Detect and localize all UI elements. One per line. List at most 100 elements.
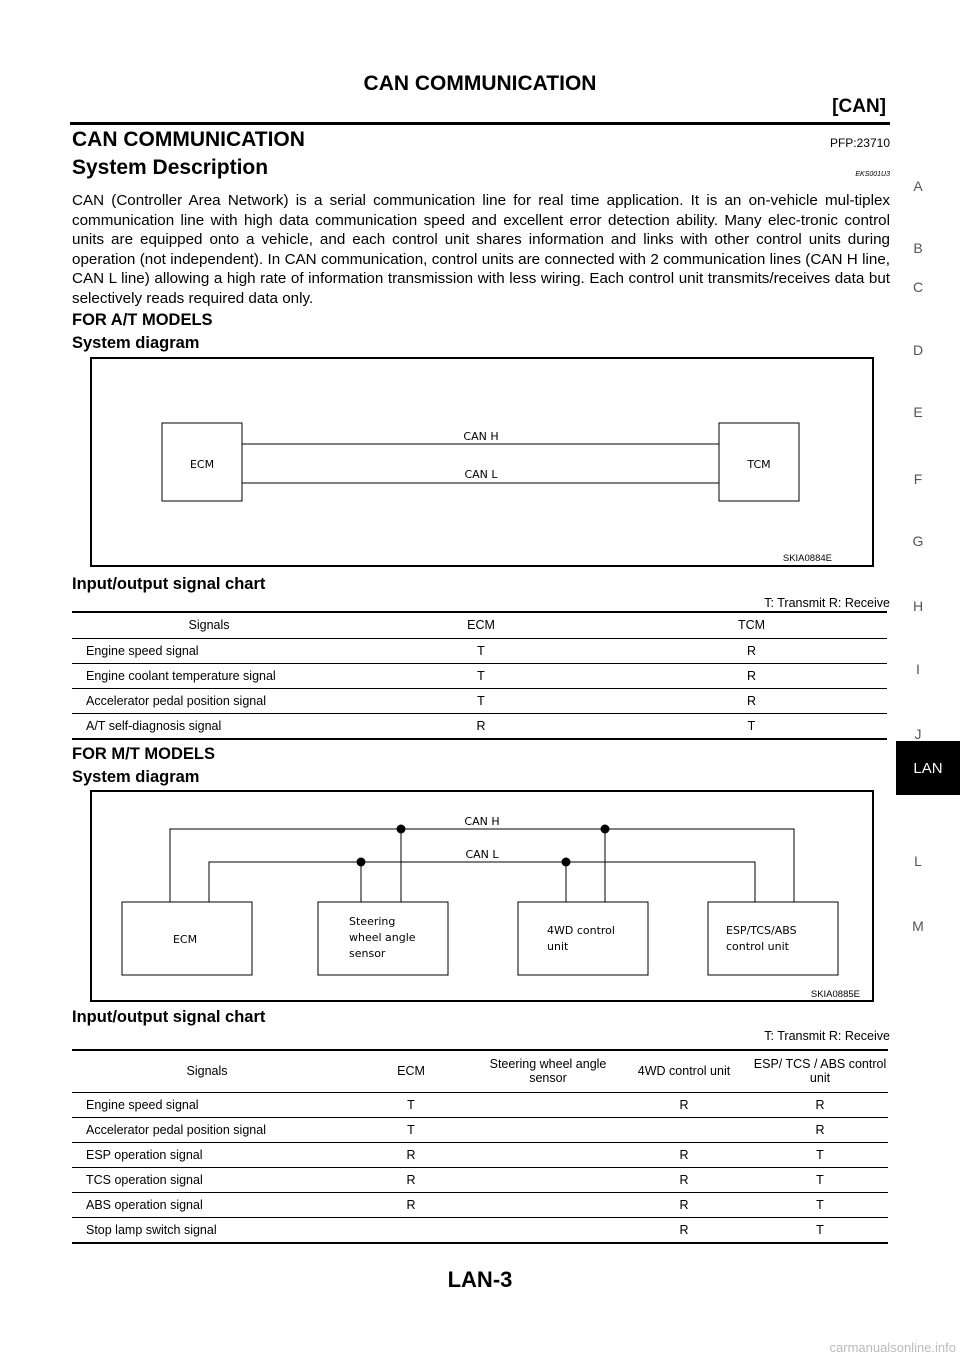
side-index-c[interactable]: C xyxy=(912,279,924,295)
can-h-label: CAN H xyxy=(464,815,499,828)
page-header-subtitle: [CAN] xyxy=(832,96,886,117)
table-header-signals: Signals xyxy=(72,1049,342,1093)
signal-value xyxy=(480,1117,616,1143)
mt-chart-heading: Input/output signal chart xyxy=(72,1008,266,1026)
signal-value xyxy=(480,1092,616,1118)
side-index-d[interactable]: D xyxy=(912,342,924,358)
junction-dot xyxy=(396,824,406,834)
system-description-text: CAN (Controller Area Network) is a seria… xyxy=(72,192,890,307)
at-diagram-svg: ECM TCM CAN H CAN L SKIA0884E xyxy=(161,422,832,564)
ecm-box xyxy=(161,422,243,502)
table-row: Accelerator pedal position signal T R xyxy=(72,1117,888,1143)
at-system-diagram: ECM TCM CAN H CAN L SKIA0884E xyxy=(90,357,874,567)
signal-value: T xyxy=(346,663,616,689)
signal-value: T xyxy=(752,1192,888,1218)
steering-label-line-3: sensor xyxy=(349,947,386,960)
side-index-j[interactable]: J xyxy=(914,726,922,742)
signal-value: T xyxy=(752,1217,888,1244)
fwd-label-line-1: 4WD control xyxy=(547,924,615,937)
signal-value xyxy=(616,1117,752,1143)
at-signal-table: Signals ECM TCM Engine speed signal T R … xyxy=(72,611,887,740)
tcm-box xyxy=(718,422,800,502)
at-models-heading: FOR A/T MODELS xyxy=(72,311,213,329)
signal-value: T xyxy=(616,713,887,740)
signal-name: ESP operation signal xyxy=(72,1142,342,1168)
junction-dot xyxy=(600,824,610,834)
signal-value: R xyxy=(342,1192,480,1218)
at-chart-legend: T: Transmit R: Receive xyxy=(764,596,890,610)
table-row: Accelerator pedal position signal T R xyxy=(72,688,887,714)
can-h-label: CAN H xyxy=(463,430,498,443)
table-row: A/T self-diagnosis signal R T xyxy=(72,713,887,740)
table-row: Stop lamp switch signal R T xyxy=(72,1217,888,1244)
signal-value: T xyxy=(346,688,616,714)
signal-value: R xyxy=(616,688,887,714)
signal-name: ABS operation signal xyxy=(72,1192,342,1218)
steering-sensor-box xyxy=(317,901,449,976)
steering-label-line-1: Steering xyxy=(349,915,395,928)
signal-value xyxy=(480,1167,616,1193)
signal-name: Accelerator pedal position signal xyxy=(72,1117,342,1143)
signal-value: T xyxy=(342,1117,480,1143)
diagram-code: SKIA0884E xyxy=(783,553,832,564)
signal-value: R xyxy=(616,663,887,689)
signal-name: Stop lamp switch signal xyxy=(72,1217,342,1244)
signal-value xyxy=(480,1217,616,1244)
side-index-h[interactable]: H xyxy=(912,598,924,614)
table-header-esp-tcs-abs: ESP/ TCS / ABS control unit xyxy=(752,1049,888,1093)
table-row: ESP operation signal R R T xyxy=(72,1142,888,1168)
signal-value: R xyxy=(616,1142,752,1168)
can-l-label: CAN L xyxy=(464,468,498,481)
esp-label-line-1: ESP/TCS/ABS xyxy=(726,924,797,937)
subsection-title: System Description xyxy=(72,156,269,179)
section-title: CAN COMMUNICATION xyxy=(72,128,305,151)
mt-diagram-svg: CAN H CAN L ECM Steering wheel angle sen… xyxy=(121,815,860,1000)
mt-signal-table: Signals ECM Steering wheel angle sensor … xyxy=(72,1049,888,1244)
signal-value: R xyxy=(752,1092,888,1118)
table-header-ecm: ECM xyxy=(346,611,616,639)
signal-value: R xyxy=(616,1167,752,1193)
mt-models-heading: FOR M/T MODELS xyxy=(72,745,215,763)
signal-value: R xyxy=(616,1192,752,1218)
side-index-lan-active[interactable]: LAN xyxy=(896,741,960,795)
pfp-code: PFP:23710 xyxy=(829,136,890,150)
esp-tcs-abs-box xyxy=(707,901,839,976)
signal-value xyxy=(342,1217,480,1244)
ecm-box xyxy=(121,901,253,976)
table-header-signals: Signals xyxy=(72,611,346,639)
table-row: ABS operation signal R R T xyxy=(72,1192,888,1218)
esp-label-line-2: control unit xyxy=(726,940,790,953)
at-chart-heading: Input/output signal chart xyxy=(72,575,266,593)
steering-label-line-2: wheel angle xyxy=(349,931,416,944)
signal-name: A/T self-diagnosis signal xyxy=(72,713,346,740)
signal-name: TCS operation signal xyxy=(72,1167,342,1193)
signal-value: R xyxy=(752,1117,888,1143)
side-index-m[interactable]: M xyxy=(912,918,924,934)
fwd-control-unit-box xyxy=(517,901,649,976)
signal-value: R xyxy=(342,1142,480,1168)
table-row: TCS operation signal R R T xyxy=(72,1167,888,1193)
junction-dot xyxy=(356,857,366,867)
table-row: Engine coolant temperature signal T R xyxy=(72,663,887,689)
side-index-g[interactable]: G xyxy=(912,533,924,549)
can-l-label: CAN L xyxy=(465,848,499,861)
diagram-code: SKIA0885E xyxy=(811,989,860,1000)
side-index-f[interactable]: F xyxy=(913,471,923,487)
can-l-bus xyxy=(208,861,756,902)
table-row: Engine speed signal T R xyxy=(72,638,887,664)
signal-value: T xyxy=(346,638,616,664)
signal-value xyxy=(480,1142,616,1168)
side-index-b[interactable]: B xyxy=(913,240,923,256)
signal-value: R xyxy=(616,1092,752,1118)
table-header-tcm: TCM xyxy=(616,611,887,639)
side-index-l[interactable]: L xyxy=(914,853,922,869)
table-header-steering: Steering wheel angle sensor xyxy=(480,1049,616,1093)
signal-value: R xyxy=(616,1217,752,1244)
signal-value: T xyxy=(752,1142,888,1168)
ecm-label: ECM xyxy=(190,458,214,471)
header-divider xyxy=(70,122,890,125)
side-index-i[interactable]: I xyxy=(916,661,920,677)
side-index-a[interactable]: A xyxy=(913,178,923,194)
table-header-ecm: ECM xyxy=(342,1049,480,1093)
side-index-e[interactable]: E xyxy=(913,404,923,420)
